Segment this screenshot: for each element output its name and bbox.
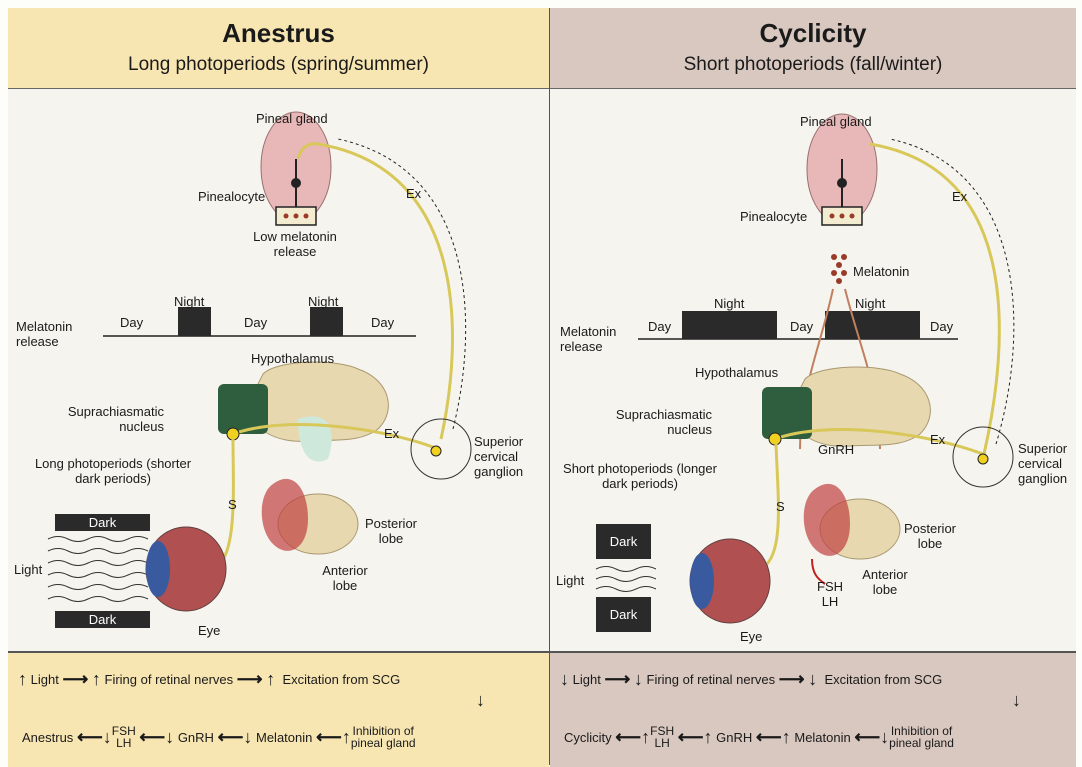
anestrus-header: Anestrus Long photoperiods (spring/summe… bbox=[8, 8, 549, 89]
dark-bar-top: Dark bbox=[55, 514, 150, 531]
melatonin-release-label: Melatonin release bbox=[560, 324, 624, 354]
anterior-lobe-label: Anterior lobe bbox=[850, 567, 920, 597]
panel-subtitle: Short photoperiods (fall/winter) bbox=[550, 54, 1076, 76]
dark-block-top: Dark bbox=[596, 524, 651, 559]
scn-label: Suprachiasmatic nucleus bbox=[602, 407, 712, 437]
posterior-lobe-label: Posterior lobe bbox=[356, 516, 426, 546]
pineal-gland-label: Pineal gland bbox=[256, 111, 328, 126]
ex-label-top: Ex bbox=[406, 186, 421, 201]
anestrus-diagram: Pineal gland Pinealocyte Low melatonin r… bbox=[8, 89, 549, 651]
anterior-lobe-label: Anterior lobe bbox=[310, 563, 380, 593]
photoperiod-label: Long photoperiods (shorter dark periods) bbox=[28, 456, 198, 486]
scn-label: Suprachiasmatic nucleus bbox=[54, 404, 164, 434]
timeline-day: Day bbox=[790, 319, 813, 334]
timeline-day: Day bbox=[648, 319, 671, 334]
anestrus-illustration bbox=[8, 89, 550, 651]
anestrus-pathway: ↑ Light ⟶ ↑ Firing of retinal nerves ⟶ ↑… bbox=[8, 651, 549, 767]
light-label: Light bbox=[556, 573, 584, 588]
night-bar bbox=[310, 307, 343, 336]
timeline-night: Night bbox=[308, 294, 338, 309]
pinealocyte-label: Pinealocyte bbox=[740, 209, 807, 224]
timeline-night: Night bbox=[174, 294, 204, 309]
pineal-gland-label: Pineal gland bbox=[800, 114, 872, 129]
melatonin-release-label: Melatonin release bbox=[16, 319, 72, 349]
panel-title: Anestrus bbox=[8, 18, 549, 49]
anestrus-panel: Anestrus Long photoperiods (spring/summe… bbox=[8, 8, 550, 765]
pinealocyte-label: Pinealocyte bbox=[198, 189, 265, 204]
timeline-day: Day bbox=[120, 315, 143, 330]
pathway-row-1: ↑ Light ⟶ ↑ Firing of retinal nerves ⟶ ↑… bbox=[18, 669, 400, 690]
ex-label-bottom: Ex bbox=[930, 432, 945, 447]
hypothalamus-label: Hypothalamus bbox=[695, 365, 778, 380]
scg-label: Superior cervical ganglion bbox=[474, 434, 544, 479]
timeline-day: Day bbox=[930, 319, 953, 334]
timeline-night: Night bbox=[714, 296, 744, 311]
photoperiod-label: Short photoperiods (longer dark periods) bbox=[560, 461, 720, 491]
cyclicity-pathway: ↓ Light ⟶ ↓ Firing of retinal nerves ⟶ ↓… bbox=[550, 651, 1076, 767]
timeline-night: Night bbox=[855, 296, 885, 311]
lh-label: LH bbox=[815, 594, 845, 609]
panel-subtitle: Long photoperiods (spring/summer) bbox=[8, 54, 549, 76]
eye-label: Eye bbox=[198, 623, 220, 638]
light-label: Light bbox=[14, 562, 42, 577]
pathway-row-1: ↓ Light ⟶ ↓ Firing of retinal nerves ⟶ ↓… bbox=[560, 669, 942, 690]
s-label: S bbox=[776, 499, 785, 514]
cyclicity-panel: Cyclicity Short photoperiods (fall/winte… bbox=[550, 8, 1076, 765]
dark-block-bottom: Dark bbox=[596, 597, 651, 632]
anterior-lobe-shape bbox=[262, 479, 308, 551]
timeline-day: Day bbox=[371, 315, 394, 330]
panel-title: Cyclicity bbox=[550, 18, 1076, 49]
hypothalamus-label: Hypothalamus bbox=[251, 351, 334, 366]
cyclicity-header: Cyclicity Short photoperiods (fall/winte… bbox=[550, 8, 1076, 89]
ex-label-top: Ex bbox=[952, 189, 967, 204]
fsh-label: FSH bbox=[815, 579, 845, 594]
night-bar bbox=[178, 307, 211, 336]
posterior-lobe-label: Posterior lobe bbox=[895, 521, 965, 551]
melatonin-label: Melatonin bbox=[853, 264, 909, 279]
cyclicity-illustration bbox=[550, 89, 1076, 651]
eye-label: Eye bbox=[740, 629, 762, 644]
cyclicity-diagram: Pineal gland Pinealocyte Melatonin Ex Ex… bbox=[550, 89, 1076, 651]
timeline-day: Day bbox=[244, 315, 267, 330]
ex-label-bottom: Ex bbox=[384, 426, 399, 441]
s-label: S bbox=[228, 497, 237, 512]
scg-label: Superior cervical ganglion bbox=[1018, 441, 1078, 486]
dark-bar-bottom: Dark bbox=[55, 611, 150, 628]
low-melatonin-label: Low melatonin release bbox=[240, 229, 350, 259]
gnrh-label: GnRH bbox=[818, 442, 854, 457]
